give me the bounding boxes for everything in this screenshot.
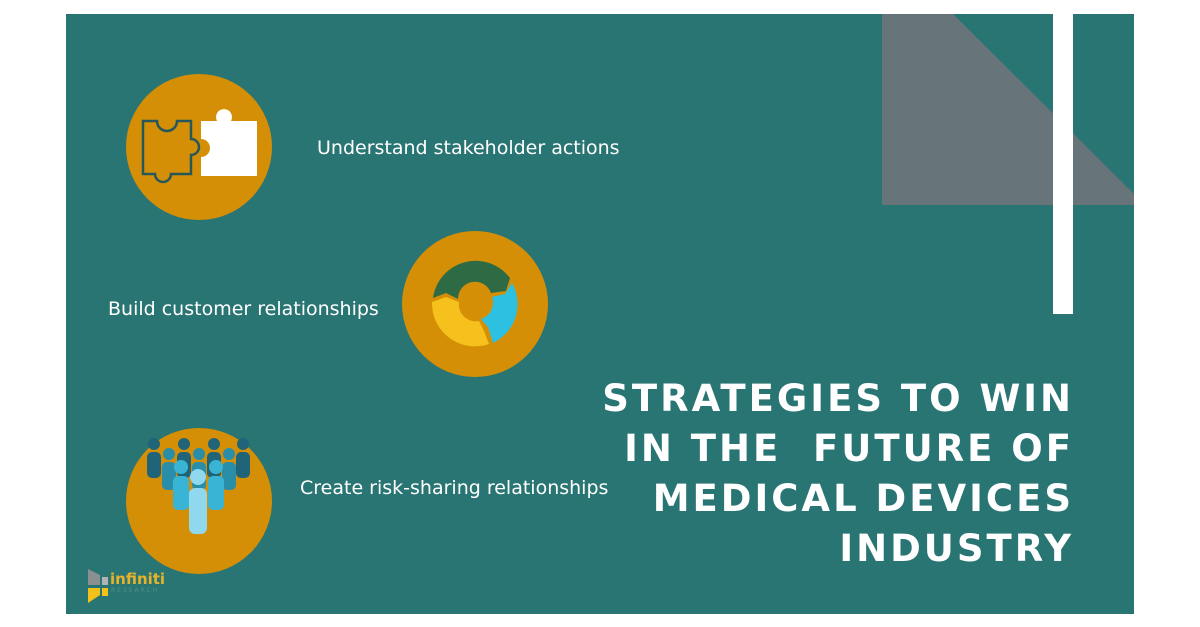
page-title: STRATEGIES TO WIN IN THE FUTURE OF MEDIC… bbox=[602, 377, 1074, 570]
infiniti-logo-icon bbox=[88, 569, 108, 603]
white-vertical-bar bbox=[1053, 14, 1073, 314]
decorative-shapes bbox=[882, 14, 1134, 314]
item-label-risk-sharing: Create risk-sharing relationships bbox=[300, 477, 609, 499]
people-circle bbox=[126, 428, 272, 574]
item-label-customer: Build customer relationships bbox=[108, 298, 379, 320]
cycle-circle bbox=[402, 231, 548, 377]
item-label-stakeholder: Understand stakeholder actions bbox=[317, 137, 620, 159]
gray-triangle-shape bbox=[882, 14, 1134, 205]
people-group-icon bbox=[147, 438, 250, 534]
logo-text: infiniti bbox=[110, 570, 166, 588]
logo-subtext: RESEARCH bbox=[111, 587, 160, 594]
puzzle-circle bbox=[126, 74, 272, 220]
cycle-chart-icon bbox=[431, 260, 518, 347]
puzzle-icon bbox=[141, 109, 257, 184]
infographic-card: Understand stakeholder actions Build cus… bbox=[66, 14, 1134, 614]
